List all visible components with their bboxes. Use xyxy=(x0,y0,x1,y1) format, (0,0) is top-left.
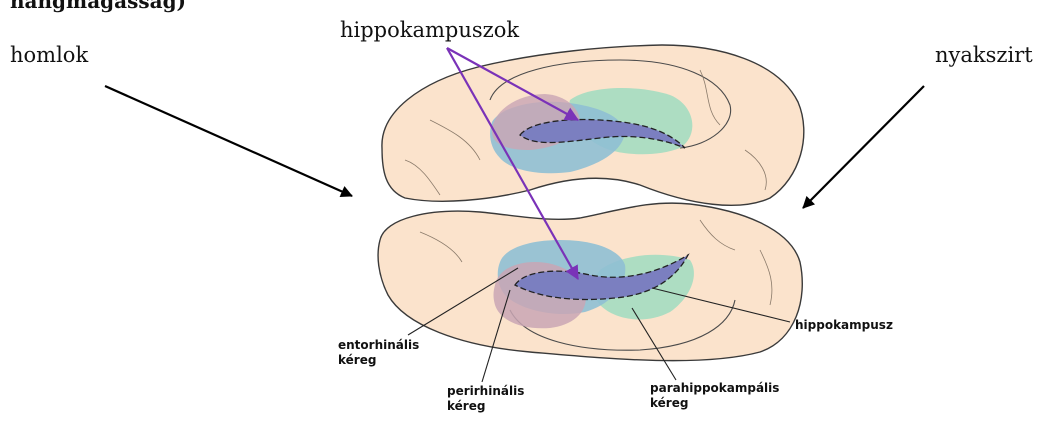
label-parahippocampal-cortex: parahippokampális kéreg xyxy=(650,381,779,411)
label-occipital: nyakszirt xyxy=(935,45,1033,66)
label-parahippocampal-line2: kéreg xyxy=(650,396,779,411)
label-hippocampi: hippokampuszok xyxy=(340,20,519,41)
label-frontal: homlok xyxy=(10,45,88,66)
label-entorhinal-line2: kéreg xyxy=(338,353,419,368)
label-parahippocampal-line1: parahippokampális xyxy=(650,381,779,396)
lower-hemisphere xyxy=(378,203,802,361)
label-perirhinal-cortex: perirhinális kéreg xyxy=(447,384,524,414)
occipital-arrow xyxy=(803,86,924,208)
label-perirhinal-line1: perirhinális xyxy=(447,384,524,399)
label-entorhinal-line1: entorhinális xyxy=(338,338,419,353)
header-fragment: hangmagasság) xyxy=(10,0,186,11)
label-entorhinal-cortex: entorhinális kéreg xyxy=(338,338,419,368)
frontal-arrow xyxy=(105,86,352,196)
label-hippocampus: hippokampusz xyxy=(795,318,893,333)
upper-hemisphere xyxy=(382,45,804,205)
label-perirhinal-line2: kéreg xyxy=(447,399,524,414)
